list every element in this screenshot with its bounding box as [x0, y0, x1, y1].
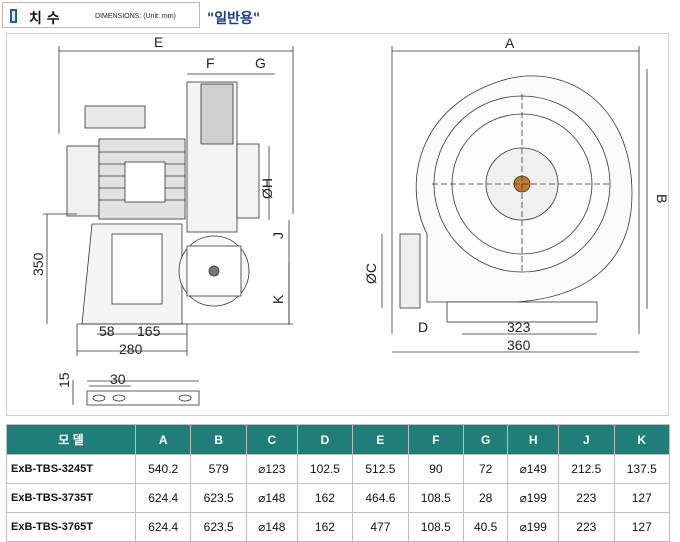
table-cell: 90	[407, 454, 465, 484]
table-cell: 40.5	[463, 512, 509, 542]
dim-280-label: 280	[119, 341, 143, 357]
table-row: ExB-TBS-3765T 624.4 623.5 ⌀148 162 477 1…	[6, 512, 671, 542]
dim-323-label: 323	[507, 319, 531, 335]
table-cell-model: ExB-TBS-3245T	[6, 454, 136, 484]
dim-k-label: K	[270, 294, 286, 304]
col-header-h: H	[507, 424, 560, 455]
table-cell: 623.5	[190, 483, 247, 513]
col-header-d: D	[296, 424, 354, 455]
drawing-svg: E F G ØH J K 350 58 165 280 A B ØC D 323…	[30, 34, 670, 406]
section-marker-icon	[10, 9, 17, 23]
table-header-row: 모 델 A B C D E F G H J K	[6, 424, 671, 455]
table-cell: 137.5	[613, 454, 671, 484]
table-cell: 624.4	[134, 512, 192, 542]
col-header-f: F	[407, 424, 465, 455]
col-header-k: K	[613, 424, 671, 455]
table-cell: 623.5	[190, 512, 247, 542]
dim-f-label: F	[206, 55, 215, 71]
dim-e-label: E	[154, 34, 163, 50]
dim-30-label: 30	[110, 371, 126, 387]
table-cell: ⌀148	[245, 512, 298, 542]
dim-15-label: 15	[56, 372, 72, 388]
dim-350-label: 350	[30, 252, 46, 276]
table-cell: ⌀123	[245, 454, 298, 484]
spec-table: 모 델 A B C D E F G H J K ExB-TBS-3245T 54…	[6, 424, 671, 542]
dim-j-label: J	[270, 232, 286, 239]
dimension-drawing: E F G ØH J K 350 58 165 280 A B ØC D 323…	[6, 33, 670, 416]
table-cell: 162	[296, 483, 354, 513]
table-row: ExB-TBS-3245T 540.2 579 ⌀123 102.5 512.5…	[6, 454, 671, 484]
dim-58-label: 58	[99, 323, 115, 339]
table-cell: 477	[352, 512, 409, 542]
table-cell: 102.5	[296, 454, 354, 484]
dim-d-label: D	[418, 319, 428, 335]
table-cell: 127	[613, 512, 671, 542]
table-cell: 223	[558, 483, 615, 513]
dim-c-label: ØC	[363, 263, 379, 284]
table-cell-model: ExB-TBS-3735T	[6, 483, 136, 513]
table-cell: 624.4	[134, 483, 192, 513]
section-header: 치 수 DIMENSIONS: (Unit: mm) "일반용"	[0, 0, 680, 30]
table-cell: 162	[296, 512, 354, 542]
outlet-flange	[399, 233, 421, 309]
col-header-g: G	[463, 424, 509, 455]
table-cell: 512.5	[352, 454, 409, 484]
table-cell: ⌀199	[507, 512, 560, 542]
table-row: ExB-TBS-3735T 624.4 623.5 ⌀148 162 464.6…	[6, 483, 671, 513]
dim-360-label: 360	[507, 337, 531, 353]
dim-g-label: G	[255, 55, 266, 71]
table-cell: 540.2	[134, 454, 192, 484]
dim-a-label: A	[505, 35, 515, 51]
col-header-b: B	[190, 424, 247, 455]
general-use-label: "일반용"	[207, 11, 261, 27]
table-cell: ⌀199	[507, 483, 560, 513]
col-header-model: 모 델	[6, 424, 136, 455]
table-cell-model: ExB-TBS-3765T	[6, 512, 136, 542]
table-cell: ⌀148	[245, 483, 298, 513]
col-header-e: E	[352, 424, 409, 455]
table-cell: 28	[463, 483, 509, 513]
terminal-box	[84, 105, 146, 129]
table-cell: 127	[613, 483, 671, 513]
col-header-j: J	[558, 424, 615, 455]
dimensions-note: DIMENSIONS: (Unit: mm)	[95, 13, 176, 20]
col-header-c: C	[245, 424, 298, 455]
dim-h-label: ØH	[259, 178, 275, 199]
header-box: 치 수 DIMENSIONS: (Unit: mm)	[2, 2, 200, 28]
motor-fan-cover	[66, 145, 100, 217]
dim-165-label: 165	[137, 323, 161, 339]
mounting-bracket	[86, 390, 200, 406]
table-cell: 108.5	[407, 512, 465, 542]
table-cell: 579	[190, 454, 247, 484]
table-cell: 72	[463, 454, 509, 484]
dim-b-label: B	[654, 194, 670, 203]
table-cell: ⌀149	[507, 454, 560, 484]
col-header-a: A	[134, 424, 192, 455]
table-cell: 464.6	[352, 483, 409, 513]
table-cell: 212.5	[558, 454, 615, 484]
section-title: 치 수	[29, 11, 60, 27]
table-cell: 108.5	[407, 483, 465, 513]
table-cell: 223	[558, 512, 615, 542]
